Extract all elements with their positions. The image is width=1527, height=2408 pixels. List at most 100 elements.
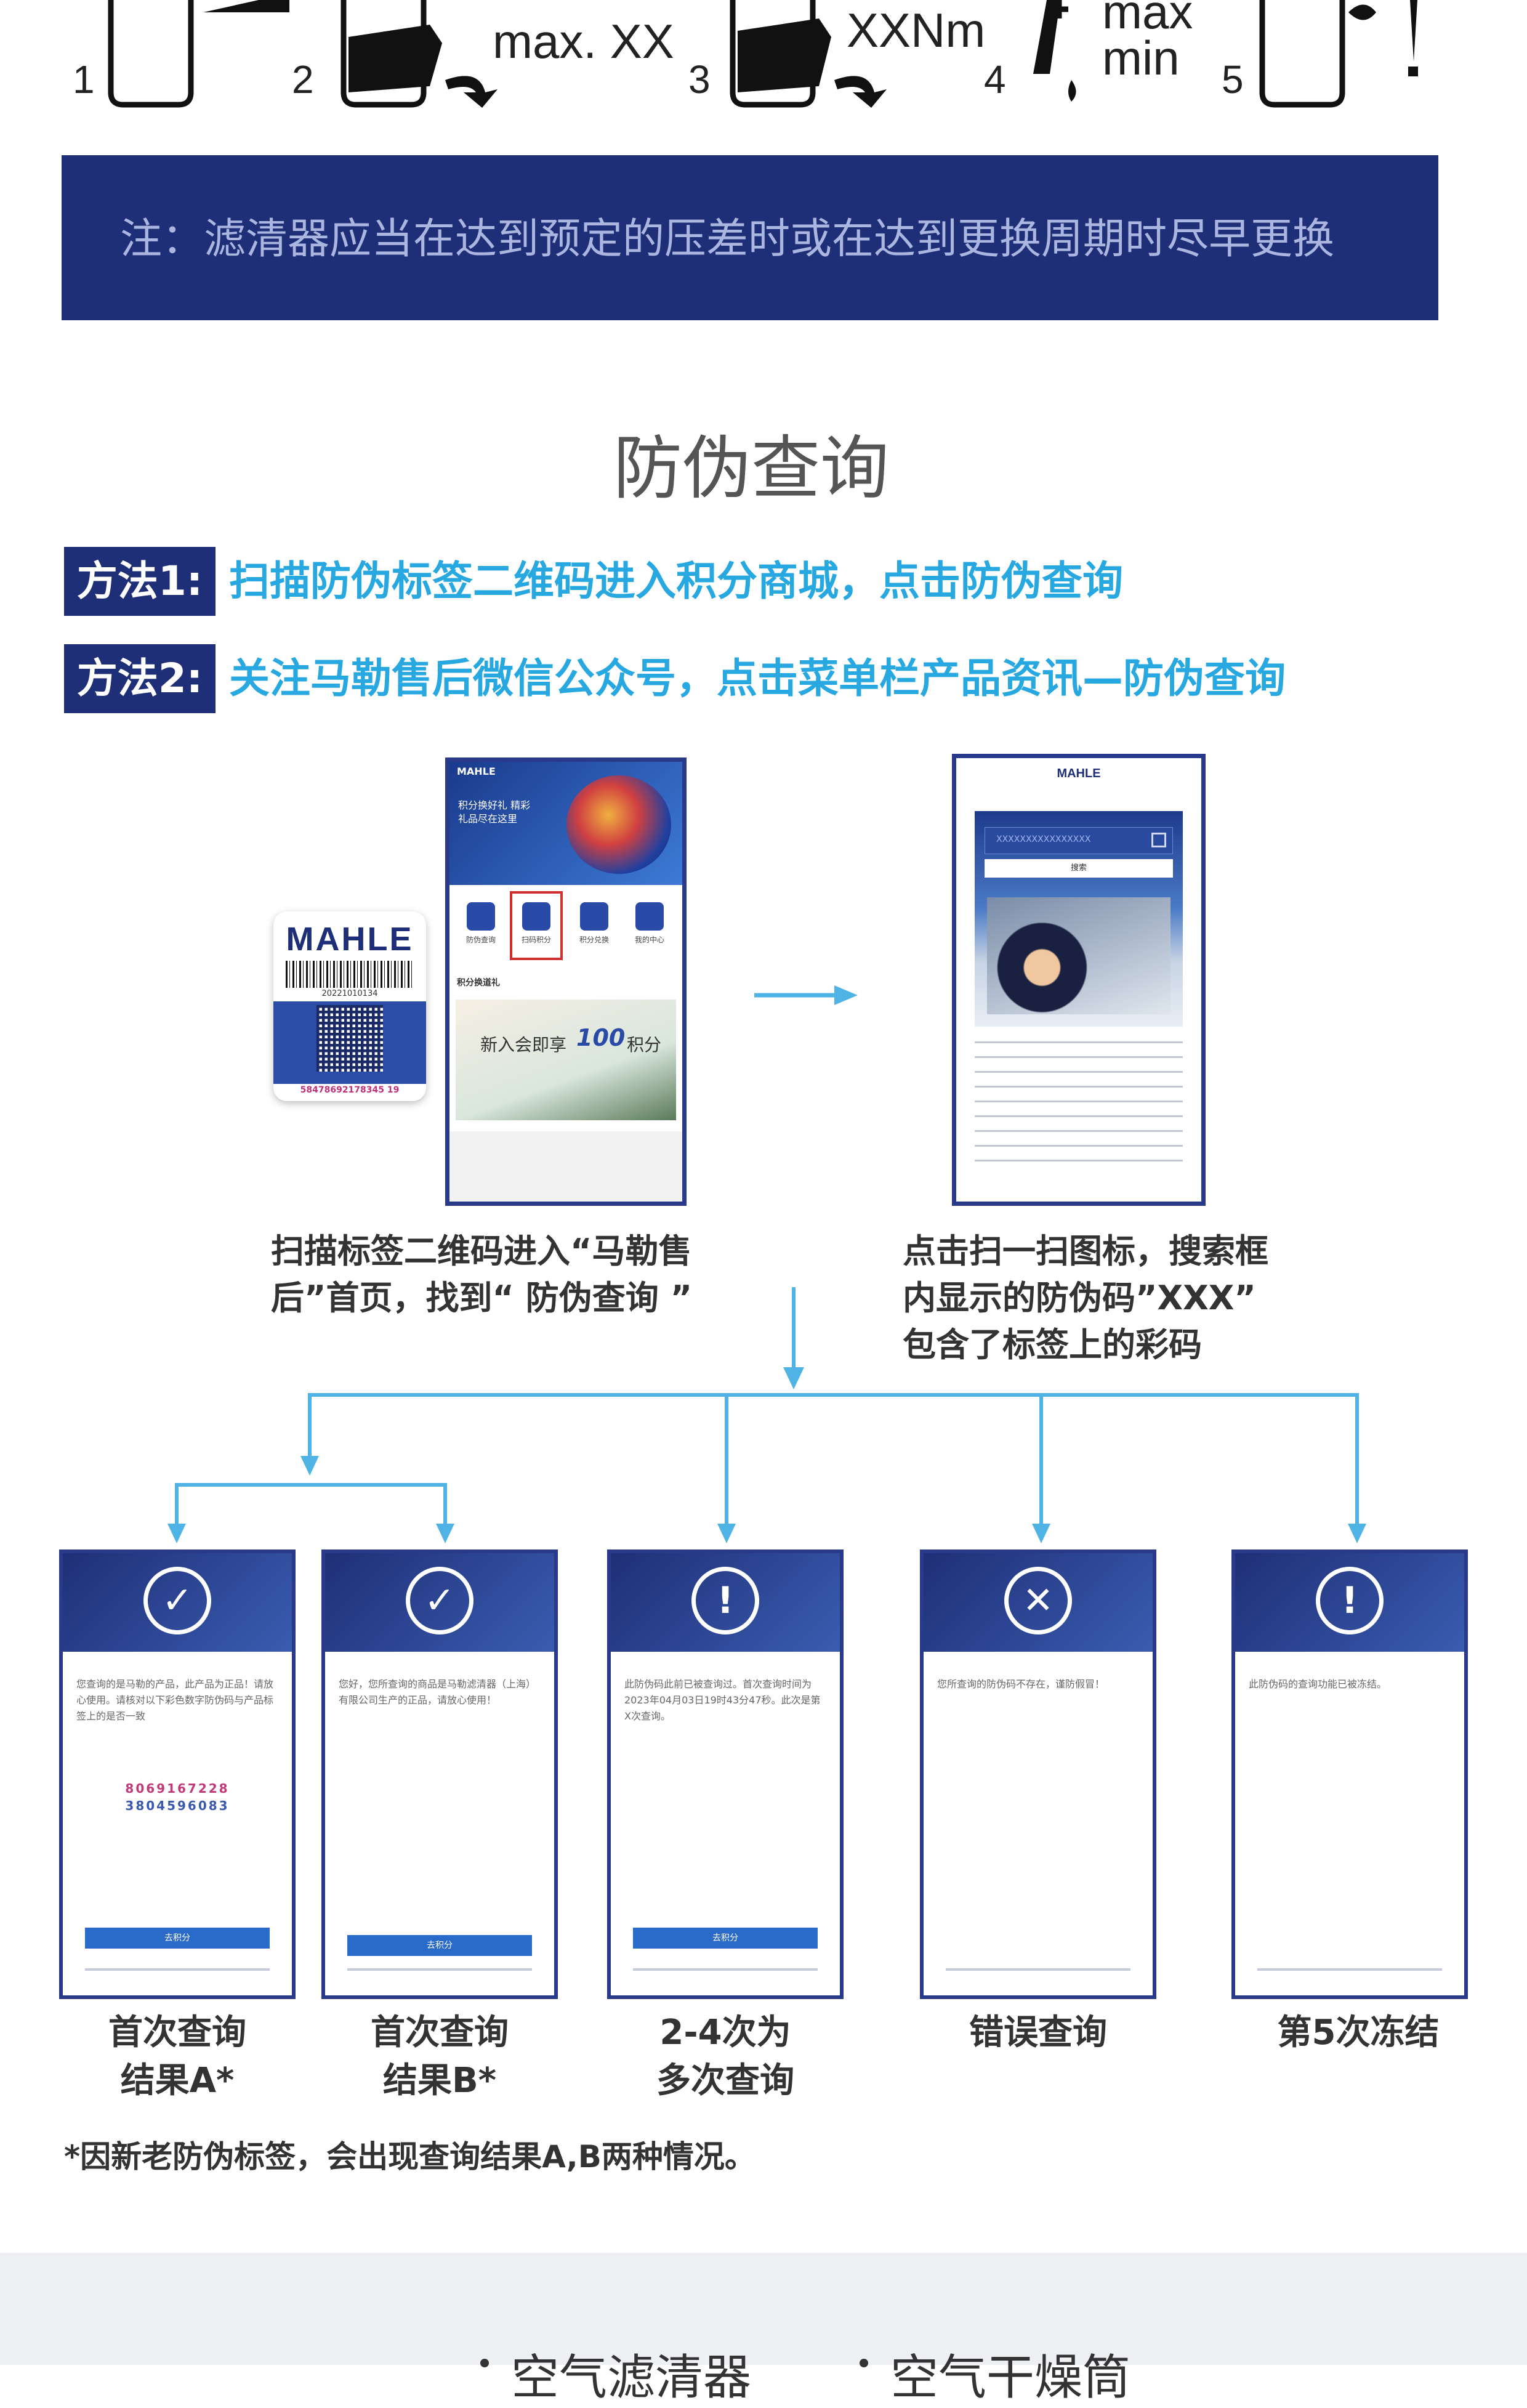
phone2-hero: XXXXXXXXXXXXXXXX 搜索 [975, 811, 1183, 1027]
filter-oil-hand-icon [340, 0, 498, 108]
qr-code-icon [316, 1005, 383, 1072]
result-card-message: 您好，您所查询的商品是马勒滤清器（上海）有限公司生产的正品，请放心使用！ [339, 1678, 536, 1706]
warning-icon: ! [1316, 1567, 1384, 1634]
step2-text: max. XX [493, 14, 674, 68]
phone1-icon-anti-counterfeit[interactable]: 防伪查询 [459, 897, 502, 959]
phone2-brand: MAHLE [1057, 767, 1101, 780]
result-card-footer [633, 1968, 818, 1974]
result-label-first-a: 首次查询 结果A* [42, 2009, 313, 2105]
method-1-text: 扫描防伪标签二维码进入积分商城，点击防伪查询 [229, 557, 1123, 605]
result-label-line: 结果B* [383, 2061, 496, 2101]
filter-check-icon [1259, 0, 1418, 108]
connector-line [1355, 1393, 1359, 1527]
label-serial: 20221010134 [321, 989, 378, 998]
down-arrow-icon [436, 1524, 454, 1543]
go-points-button[interactable]: 去积分 [85, 1928, 270, 1949]
result-label-line: 首次查询 [371, 2013, 509, 2053]
result-label-line: 结果A* [120, 2061, 235, 2101]
go-points-button[interactable]: 去积分 [347, 1935, 532, 1956]
rotate-arrow-icon [203, 0, 289, 12]
caption-left-line-1: 扫描标签二维码进入“马勒售 [271, 1232, 692, 1271]
label-brand: MAHLE [286, 921, 414, 958]
mechanic-photo [987, 897, 1170, 1014]
phone1-brand: MAHLE [457, 766, 496, 777]
result-card-multiple: ! 此防伪码此前已被查询过。首次查询时间为2023年04月03日19时43分47… [607, 1549, 844, 1999]
bottom-tab-bar: 空气滤清器 空气干燥筒 [0, 2253, 1527, 2406]
phone1-promo-points: 100 [576, 1024, 626, 1051]
filter-canister-icon [108, 0, 194, 108]
phone1-icon-profile[interactable]: 我的中心 [628, 897, 671, 959]
down-arrow-icon [1348, 1524, 1366, 1543]
connector-line [175, 1483, 447, 1487]
result-card-code-2: 3804596083 [125, 1798, 230, 1813]
connector-line [725, 1393, 728, 1527]
result-card-footer [946, 1968, 1130, 1974]
phone1-section-label: 积分换道礼 [457, 978, 500, 988]
result-card-message: 此防伪码此前已被查询过。首次查询时间为2023年04月03日19时43分47秒。… [624, 1678, 821, 1722]
scan-icon[interactable] [1151, 833, 1166, 847]
phone1-promo-unit: 积分 [627, 1035, 662, 1055]
check-badge-icon: ✓ [406, 1567, 473, 1634]
check-badge-icon: ✓ [143, 1567, 211, 1634]
result-card-message: 您所查询的防伪码不存在，谨防假冒！ [937, 1678, 1105, 1690]
step-number-5: 5 [1222, 57, 1244, 102]
phone2-search-input[interactable]: XXXXXXXXXXXXXXXX [985, 827, 1173, 854]
step-number-2: 2 [292, 57, 314, 102]
phone1-banner: MAHLE 积分换好礼 精彩礼品尽在这里 [449, 762, 682, 885]
right-arrow-icon [754, 985, 858, 1005]
step-number-3: 3 [688, 57, 711, 102]
caption-right-line-2: 内显示的防伪码”XXX” [903, 1279, 1256, 1317]
phone1-banner-text: 积分换好礼 精彩礼品尽在这里 [458, 799, 531, 825]
result-label-error: 错误查询 [903, 2009, 1174, 2057]
step4-max-text: max [1102, 0, 1193, 39]
result-card-footer [347, 1968, 532, 1974]
go-points-button[interactable]: 去积分 [633, 1928, 818, 1949]
phone2-search-button[interactable]: 搜索 [985, 859, 1173, 878]
connector-line [792, 1287, 796, 1373]
phone2-search-code: XXXXXXXXXXXXXXXX [996, 834, 1091, 844]
result-card-frozen: ! 此防伪码的查询功能已被冻结。 [1231, 1549, 1468, 1999]
step4-min-text: min [1102, 31, 1180, 85]
phone2-text-lines [975, 1041, 1183, 1171]
connector-line [443, 1483, 447, 1527]
install-steps-row: 1 2 max. XX 3 XXNm 4 max min 5 [0, 0, 1527, 123]
result-label-first-b: 首次查询 结果B* [304, 2009, 575, 2105]
result-card-code-1: 8069167228 [125, 1781, 230, 1796]
connector-line [308, 1393, 312, 1461]
oil-level-icon [1033, 0, 1076, 102]
tab-air-dryer[interactable]: 空气干燥筒 [890, 2350, 1131, 2406]
result-card-header: ✓ [325, 1553, 554, 1652]
result-label-line: 首次查询 [108, 2013, 246, 2053]
result-card-header: ✓ [63, 1553, 292, 1652]
result-label-line: 2-4次为 [659, 2013, 791, 2053]
phone1-icon-scan-points[interactable]: 扫码积分 [510, 891, 563, 960]
phone1-promo-text: 新入会即享 [480, 1035, 567, 1055]
anti-counterfeit-label: MAHLE 20221010134 58478692178345 19 [273, 911, 426, 1101]
down-arrow-icon [300, 1456, 319, 1476]
result-card-first-a: ✓ 您查询的是马勒的产品，此产品为正品！请放心使用。请核对以下彩色数字防伪码与产… [59, 1549, 296, 1999]
gift-collage-image [566, 775, 671, 874]
warning-icon: ! [691, 1567, 759, 1634]
result-card-message: 此防伪码的查询功能已被冻结。 [1249, 1678, 1387, 1690]
phone1-icon-redeem[interactable]: 积分兑换 [573, 897, 616, 959]
result-card-error: ✕ 您所查询的防伪码不存在，谨防假冒！ [920, 1549, 1156, 1999]
result-label-line: 错误查询 [969, 2013, 1107, 2053]
phone1-promo-banner[interactable]: 新入会即享 100 积分 [456, 1000, 676, 1120]
filter-torque-icon [730, 0, 887, 108]
phone-screen-home: MAHLE 积分换好礼 精彩礼品尽在这里 防伪查询 扫码积分 积分兑换 我的中心… [445, 758, 687, 1206]
tab-air-filter[interactable]: 空气滤清器 [511, 2350, 752, 2406]
tab-dot-icon [860, 2359, 868, 2367]
phone1-bottom-area [449, 1131, 682, 1202]
step-number-1: 1 [73, 57, 95, 102]
result-card-header: ! [1235, 1553, 1464, 1652]
result-label-line: 多次查询 [656, 2061, 794, 2101]
tab-dot-icon [480, 2359, 489, 2367]
method-2-tag: 方法2: [64, 644, 216, 713]
phone1-icon-row: 防伪查询 扫码积分 积分兑换 我的中心 [449, 891, 682, 965]
caption-left-line-2: 后”首页，找到“ 防伪查询 ” [271, 1279, 693, 1317]
result-label-line: 第5次冻结 [1277, 2013, 1440, 2053]
result-label-multiple: 2-4次为 多次查询 [590, 2009, 861, 2105]
result-label-frozen: 第5次冻结 [1223, 2009, 1494, 2057]
result-card-footer [1257, 1968, 1442, 1974]
section-title: 防伪查询 [613, 429, 889, 509]
